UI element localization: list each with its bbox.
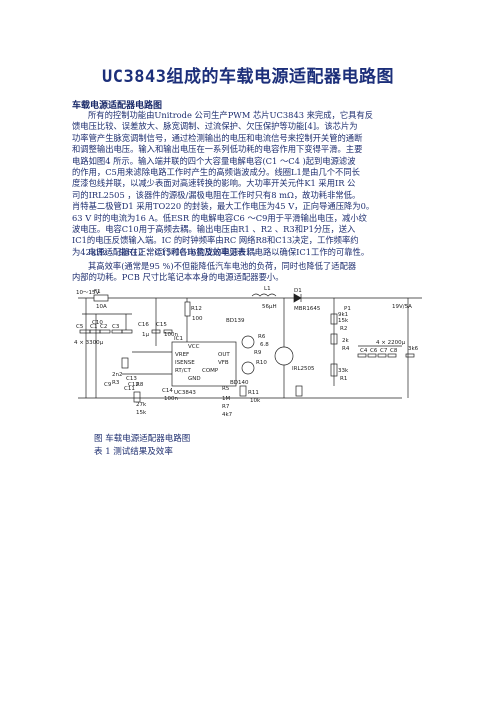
- section-subtitle: 车载电源适配器电路图: [72, 101, 163, 111]
- paragraph-line: 内部的功耗。PCB 尺寸比笔记本本身的电源适配器要小。: [72, 272, 284, 283]
- document-title: UC3843组成的车载电源适配器电路图: [102, 67, 394, 87]
- circuit-pin-out: OUT: [218, 352, 230, 358]
- circuit-pin-gnd: GND: [188, 376, 201, 382]
- paragraph-line: IC1的电压反馈输入端。IC 的时钟频率由RC 网络R8和C13决定，工作频率约: [72, 235, 359, 246]
- component-label: R6: [258, 334, 266, 340]
- paragraph-efficiency-intro: 电源适配器在正常运行时各电量及效率见表1 。: [72, 247, 428, 258]
- component-label: R12: [191, 306, 202, 312]
- component-label: 10k: [250, 398, 261, 404]
- component-label: C5: [76, 324, 84, 330]
- circuit-diagram: 10～15V F1 10A L1 56μH D1 MBR1645 19V/5A …: [74, 286, 422, 418]
- circuit-inductor: L1: [264, 286, 271, 292]
- paragraph-line: 肖特基二极管D1 采用TO220 的封装，最大工作电压为45 V，正向导通压降为…: [72, 201, 375, 212]
- component-label: 2k: [342, 338, 349, 344]
- component-label: R1: [340, 376, 347, 382]
- component-label: C7: [380, 348, 388, 354]
- circuit-diode-part: MBR1645: [294, 306, 321, 312]
- circuit-diode: D1: [294, 288, 302, 294]
- paragraph-line: 所有的控制功能由Unitrode 公司生产PWM 芯片UC3843 来完成，它具…: [88, 110, 374, 120]
- component-label: R9: [254, 350, 262, 356]
- paragraph-line: 司的IRL2505 ，该器件的源极/漏极电阻在工作时只有8 mΩ，故功耗非常低。: [72, 189, 361, 200]
- circuit-inductor-value: 56μH: [262, 304, 277, 310]
- component-label: C9: [104, 382, 112, 388]
- table-caption: 表 1 测试结果及效率: [94, 447, 173, 457]
- component-label: R10: [256, 360, 267, 366]
- component-label: R5: [222, 386, 230, 392]
- component-label: 1M: [222, 396, 230, 402]
- component-label: R2: [340, 326, 347, 332]
- paragraph-line: 电源适配器在正常运行时各电量及效率见表1 。: [88, 247, 262, 257]
- circuit-pin-vref: VREF: [175, 352, 189, 358]
- component-label: 15k: [338, 318, 349, 324]
- component-label: C11: [124, 386, 135, 392]
- circuit-transistor2: BD140: [230, 380, 249, 386]
- component-label: 3k6: [408, 346, 419, 352]
- circuit-pin-vfb: VFB: [218, 360, 229, 366]
- component-label: C6: [370, 348, 378, 354]
- circuit-pin-vcc: VCC: [188, 344, 200, 350]
- component-label: C14: [162, 388, 173, 394]
- circuit-input-label: 10～15V: [76, 290, 99, 296]
- circuit-transistor1: BD139: [226, 318, 245, 324]
- component-label: 6.8: [260, 342, 269, 348]
- figure-caption: 图 车载电源适配器电路图: [94, 434, 191, 444]
- component-label: C1: [90, 324, 97, 330]
- component-label: R3: [112, 380, 120, 386]
- paragraph-description: 所有的控制功能由Unitrode 公司生产PWM 芯片UC3843 来完成，它具…: [72, 110, 428, 258]
- circuit-input-caps: 4 × 3300μ: [74, 340, 104, 346]
- component-label: 100n: [164, 332, 178, 338]
- paragraph-efficiency: 其高效率(通常是95 %)不但能降低汽车电池的负荷，同时也降低了适配器 内部的功…: [72, 261, 428, 284]
- component-label: 100n: [164, 396, 178, 402]
- component-label: 33k: [338, 368, 349, 374]
- component-label: C16: [138, 322, 149, 328]
- component-label: 27k: [136, 402, 147, 408]
- circuit-ic-label: IC1: [174, 336, 183, 342]
- circuit-ic: UC3843: [174, 390, 196, 396]
- component-label: P1: [344, 306, 351, 312]
- component-label: C2: [100, 324, 107, 330]
- circuit-pin-comp: COMP: [202, 368, 219, 374]
- component-label: C15: [156, 322, 167, 328]
- component-label: C13: [126, 376, 137, 382]
- circuit-pin-rtct: RT/CT: [175, 368, 191, 374]
- circuit-fuse-rating: 10A: [96, 304, 107, 310]
- component-label: R11: [248, 390, 259, 396]
- component-label: 9k1: [338, 312, 348, 318]
- component-label: C3: [112, 324, 120, 330]
- paragraph-line: 的作用，C5用来滤除电路工作时产生的高频谐波成分。线圈L1是由几个不同长: [72, 167, 360, 178]
- component-label: C8: [390, 348, 398, 354]
- component-label: C10: [92, 320, 103, 326]
- component-label: 1μ: [142, 332, 149, 338]
- paragraph-line: 和调整输出电压。输入和输出电压在一系列低功耗的电容作用下变得平滑。主要: [72, 144, 363, 155]
- component-label: C12: [128, 382, 139, 388]
- component-label: 100: [192, 316, 203, 322]
- circuit-output-label: 19V/5A: [392, 304, 412, 310]
- circuit-mosfet: IRL2505: [292, 366, 315, 372]
- paragraph-line: 为42kHz 。由R12 、C15和C16构成的电源去耦电路以确保IC1工作的可…: [72, 246, 370, 257]
- circuit-pin-isense: ISENSE: [175, 360, 195, 366]
- component-label: R4: [342, 346, 350, 352]
- component-label: R8: [136, 382, 144, 388]
- paragraph-line: 功率管产生脉宽调制信号，通过检测输出的电压和电流信号来控制开关管的通断: [72, 132, 363, 143]
- paragraph-line: 度漆包线并联，以减少表面对高速转换的影响。大功率开关元件K1 采用IR 公: [72, 178, 356, 189]
- paragraph-line: 其高效率(通常是95 %)不但能降低汽车电池的负荷，同时也降低了适配器: [88, 261, 357, 271]
- paragraph-line: 电路如图4 所示。输入端并联的四个大容量电解电容(C1 ～C4 )起到电源滤波: [72, 155, 356, 166]
- component-label: R7: [222, 404, 230, 410]
- component-label: C4: [360, 348, 368, 354]
- circuit-output-caps: 4 × 2200μ: [376, 340, 406, 346]
- component-label: 15k: [136, 410, 147, 416]
- paragraph-line: 波电压。电容C10用于高频去耦。输出电压由R1 、R2 、R3和P1分压，送入: [72, 224, 356, 235]
- component-label: 4k7: [222, 412, 233, 418]
- paragraph-line: 馈电压比较、误差放大、脉宽调制、过流保护、欠压保护等功能[4]。该芯片为: [72, 121, 358, 132]
- component-label: 2n2: [112, 372, 122, 378]
- circuit-fuse: F1: [94, 289, 101, 295]
- paragraph-line: 63 V 时的电流为16 A。低ESR 的电解电容C6 ～C9用于平滑输出电压，…: [72, 212, 367, 223]
